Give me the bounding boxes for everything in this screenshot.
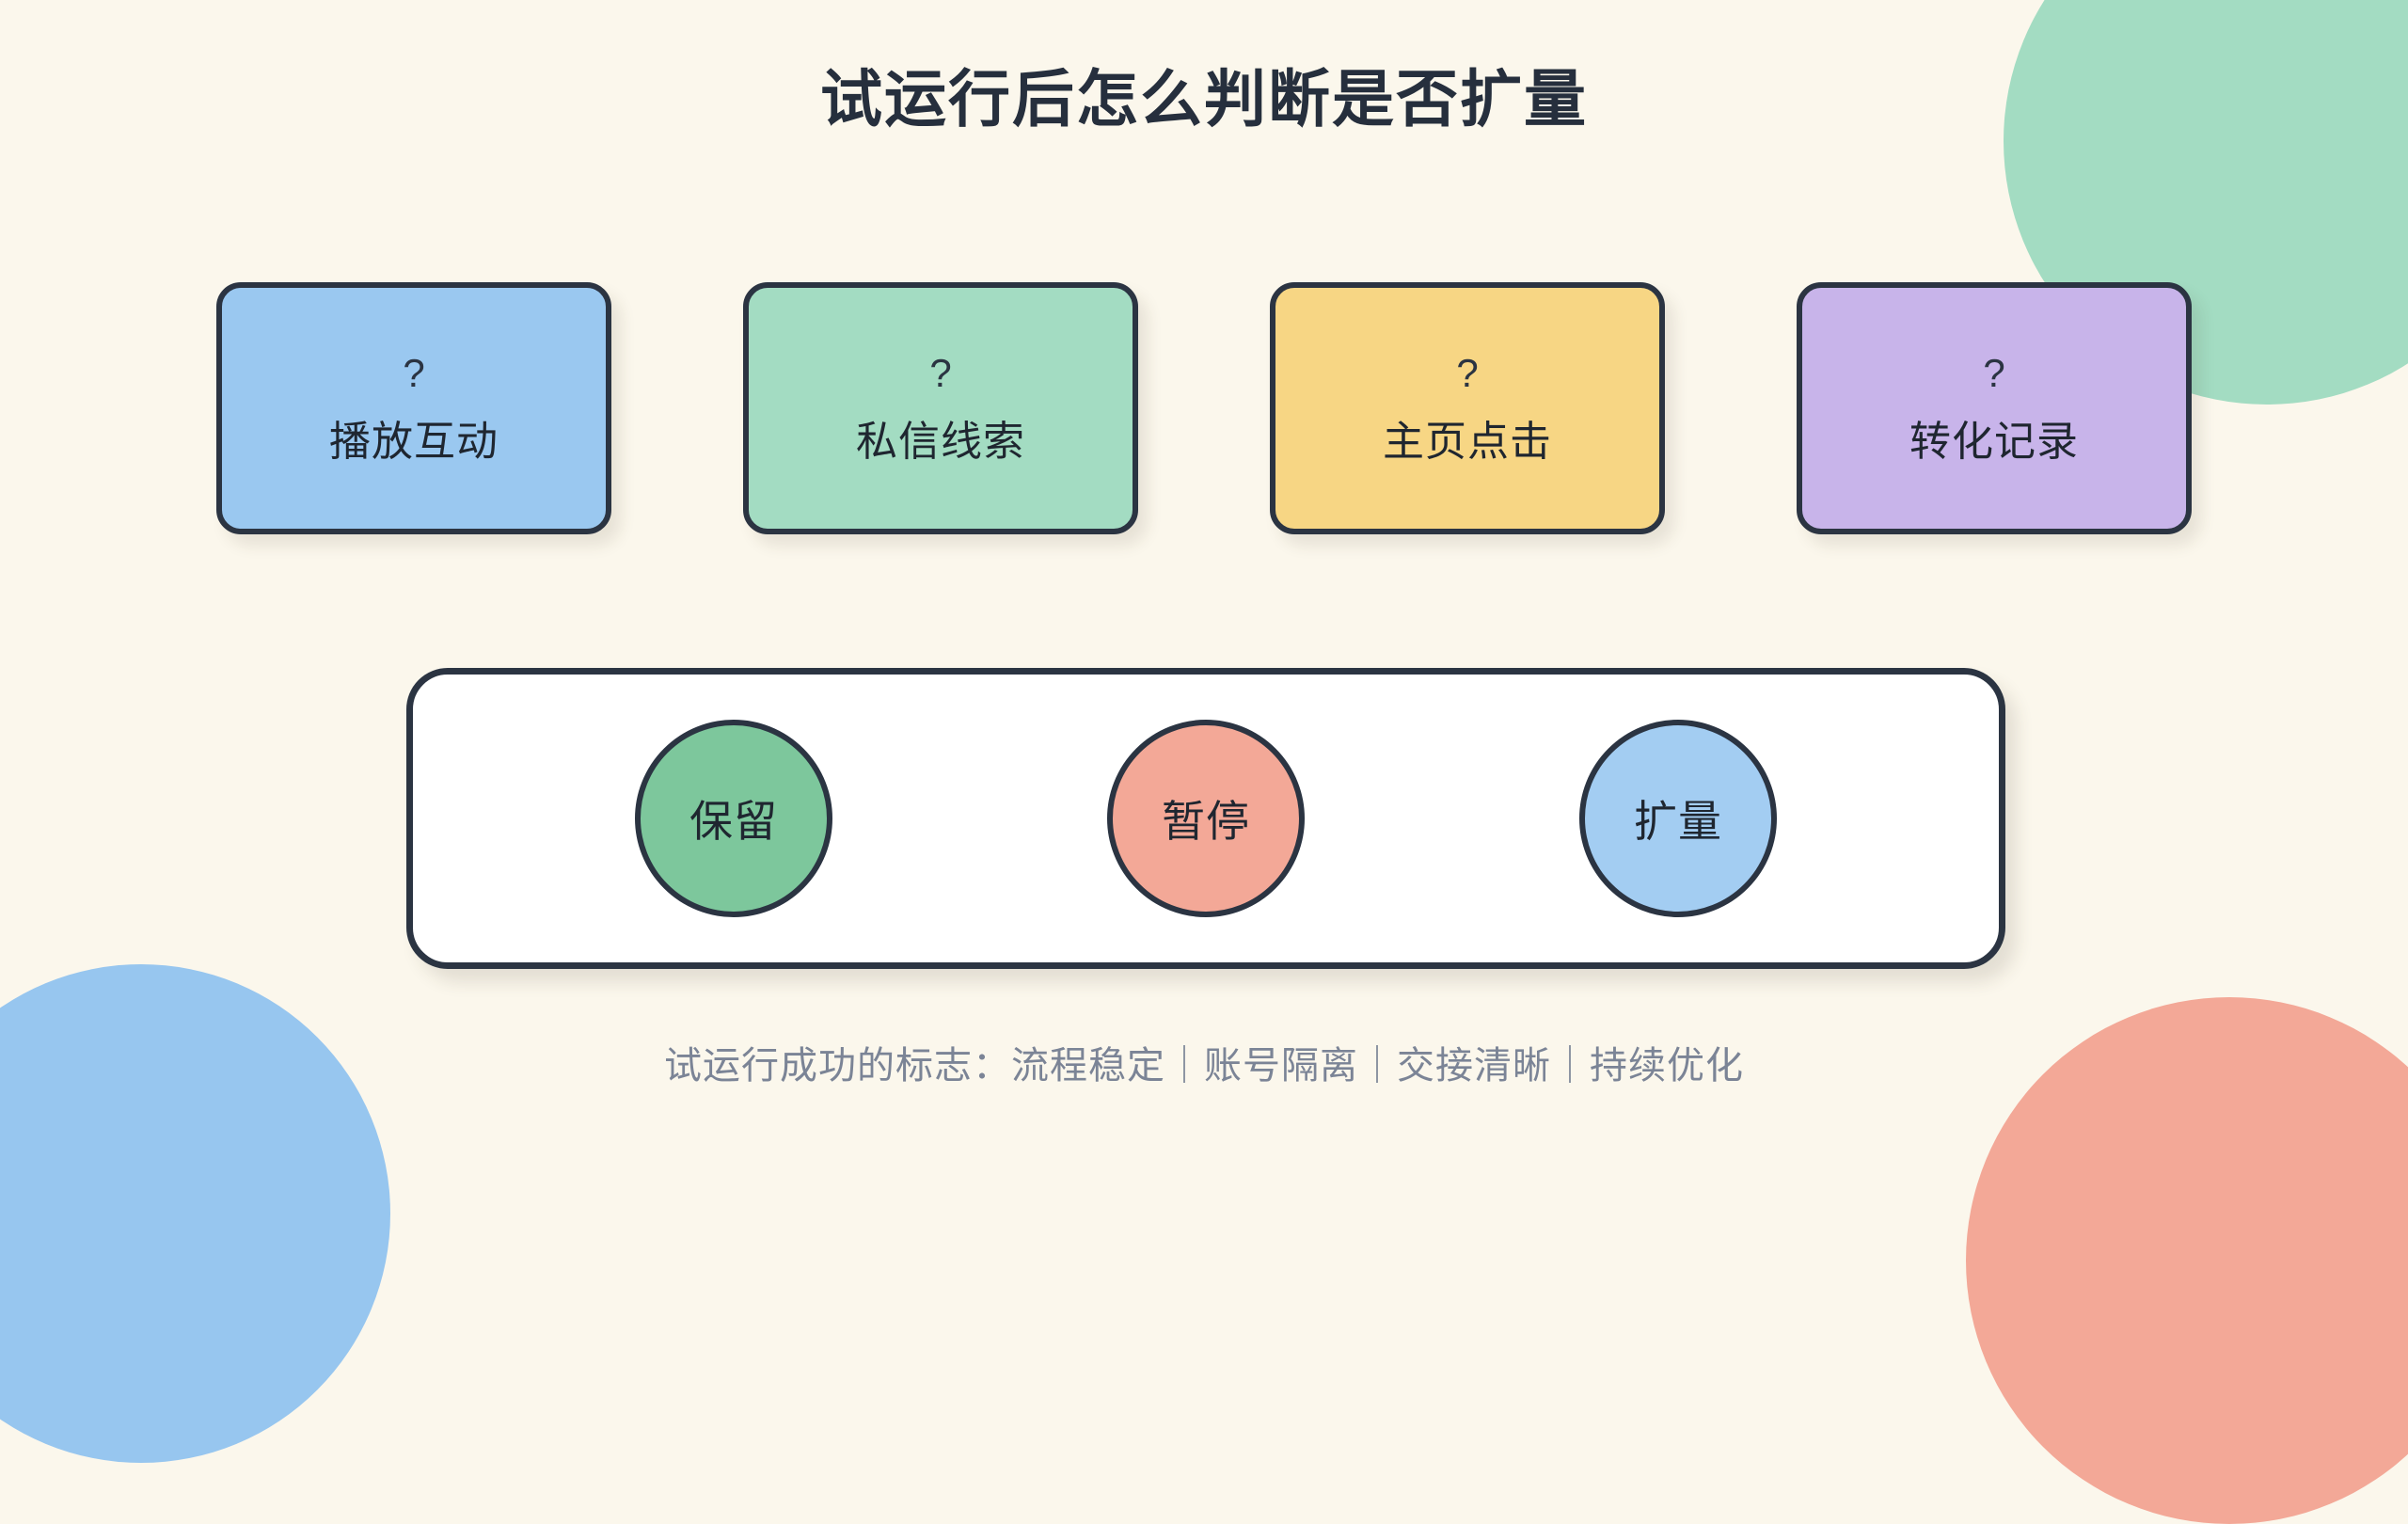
decision-circle[interactable]: 保留 bbox=[635, 720, 832, 917]
footer-note: 试运行成功的标志：流程稳定｜账号隔离｜交接清晰｜持续优化 bbox=[664, 1045, 1744, 1087]
decision-circle[interactable]: 扩量 bbox=[1579, 720, 1777, 917]
metric-card[interactable]: ? 转化记录 bbox=[1797, 282, 2192, 534]
metric-card-label: 播放互动 bbox=[329, 419, 499, 465]
page-title: 试运行后怎么判断是否扩量 bbox=[820, 64, 1588, 134]
metric-card-row: ? 播放互动? 私信线索? 主页点击? 转化记录 bbox=[216, 282, 2192, 534]
decision-circle[interactable]: 暂停 bbox=[1107, 720, 1305, 917]
question-mark-icon: ? bbox=[1456, 351, 1479, 395]
decision-list: 保留 暂停 扩量 bbox=[413, 675, 1999, 962]
metric-card-label: 转化记录 bbox=[1909, 419, 2079, 465]
metric-card[interactable]: ? 播放互动 bbox=[216, 282, 611, 534]
question-mark-icon: ? bbox=[1983, 351, 2005, 395]
question-mark-icon: ? bbox=[403, 351, 425, 395]
metric-card-label: 私信线索 bbox=[856, 419, 1025, 465]
decision-panel: 保留 暂停 扩量 bbox=[406, 668, 2005, 969]
metric-card[interactable]: ? 主页点击 bbox=[1270, 282, 1665, 534]
metric-card-label: 主页点击 bbox=[1383, 419, 1552, 465]
metric-card[interactable]: ? 私信线索 bbox=[743, 282, 1138, 534]
question-mark-icon: ? bbox=[929, 351, 952, 395]
